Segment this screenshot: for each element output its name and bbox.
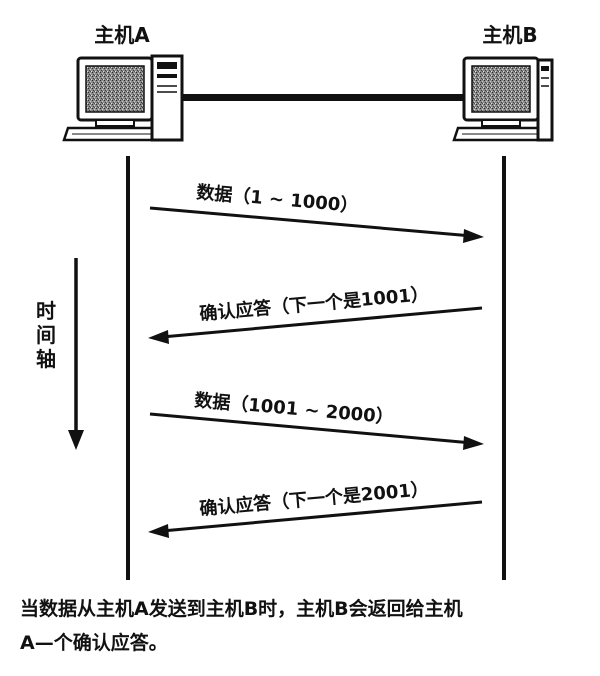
computer-a-icon: [62, 54, 184, 142]
message-3-arrowhead: [463, 436, 484, 450]
message-4-arrow: [161, 500, 483, 533]
message-2-label: 确认应答（下一个是1001）: [199, 283, 430, 325]
caption-line-1: 当数据从主机A发送到主机B时，主机B会返回给主机: [20, 598, 463, 620]
message-1-arrowhead: [463, 229, 484, 243]
computer-b-icon: [452, 56, 554, 142]
message-2-arrowhead: [148, 330, 169, 344]
message-1-label: 数据（1 ~ 1000）: [196, 181, 360, 217]
time-axis-arrowhead: [68, 430, 84, 450]
host-a-label: 主机A: [94, 23, 150, 47]
message-4-label: 确认应答（下一个是2001）: [199, 478, 430, 520]
time-axis-char-2: 间: [36, 323, 56, 347]
message-3-arrow: [149, 412, 473, 445]
message-4-arrowhead: [148, 524, 169, 538]
network-cable: [180, 94, 464, 101]
caption-line-2: A—个确认应答。: [20, 632, 168, 654]
message-2-arrow: [161, 306, 483, 339]
host-b-label: 主机B: [482, 23, 537, 47]
message-1-arrow: [149, 206, 473, 238]
time-axis-char-1: 时: [36, 299, 56, 323]
time-axis-char-3: 轴: [36, 347, 56, 371]
figure-caption: 当数据从主机A发送到主机B时，主机B会返回给主机 A—个确认应答。: [20, 592, 590, 660]
message-3-label: 数据（1001 ~ 2000）: [194, 389, 395, 428]
